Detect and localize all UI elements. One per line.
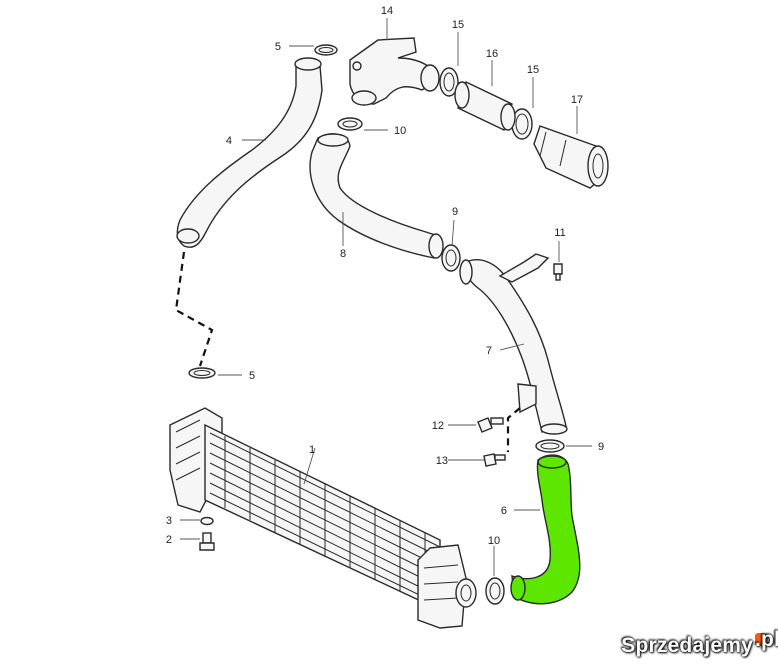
hose-part-4 bbox=[176, 57, 323, 248]
callout-17: 17 bbox=[571, 94, 583, 106]
clamp-part-15-left bbox=[439, 67, 459, 97]
washer-part-3 bbox=[200, 516, 214, 526]
callout-4: 4 bbox=[226, 135, 232, 147]
callout-11: 11 bbox=[554, 227, 565, 239]
elbow-pipe-part-14 bbox=[349, 37, 440, 106]
clamp-part-10-lower bbox=[485, 577, 505, 605]
housing-part-17 bbox=[533, 125, 609, 189]
watermark-badge: .pl bbox=[755, 627, 778, 651]
watermark: Sprzedajemy .pl bbox=[621, 627, 778, 659]
clamp-part-9-upper bbox=[441, 244, 461, 272]
watermark-text: Sprzedajemy bbox=[621, 634, 753, 657]
clamp-part-5-bottom bbox=[188, 367, 216, 379]
callout-7: 7 bbox=[486, 345, 492, 357]
callout-10-top: 10 bbox=[394, 125, 406, 137]
bolt-part-11 bbox=[553, 263, 563, 281]
clamp-part-10-top bbox=[337, 117, 363, 131]
callout-10-lower: 10 bbox=[488, 535, 500, 547]
clamp-part-5-top bbox=[314, 44, 338, 56]
sleeve-part-16 bbox=[454, 81, 516, 131]
callout-3: 3 bbox=[166, 515, 172, 527]
dashed-connection-left bbox=[174, 251, 214, 367]
hose-part-8 bbox=[309, 133, 444, 259]
callout-12: 12 bbox=[432, 420, 444, 432]
callout-16: 16 bbox=[486, 48, 498, 60]
dashed-connection-right bbox=[506, 407, 521, 452]
callout-15-right: 15 bbox=[527, 64, 539, 76]
bolt-part-12 bbox=[477, 417, 504, 433]
callout-14: 14 bbox=[381, 5, 393, 17]
callout-5-bottom: 5 bbox=[249, 370, 255, 382]
callout-8: 8 bbox=[340, 248, 346, 260]
callout-labels: 1 2 3 4 5 5 6 7 8 9 9 10 10 11 12 13 14 … bbox=[166, 5, 604, 547]
bolt-part-13 bbox=[483, 453, 506, 467]
bolt-part-2 bbox=[199, 532, 215, 551]
callout-9-lower: 9 bbox=[598, 441, 604, 453]
callout-5-top: 5 bbox=[275, 41, 281, 53]
callout-9-upper: 9 bbox=[452, 206, 458, 218]
hose-part-6-highlighted bbox=[510, 454, 581, 605]
leader-lines bbox=[180, 18, 592, 576]
callout-2: 2 bbox=[166, 534, 172, 546]
clamp-part-9-lower bbox=[535, 439, 565, 453]
pipe-part-7 bbox=[459, 253, 568, 435]
intercooler-part-1 bbox=[169, 407, 477, 629]
callout-13: 13 bbox=[436, 455, 448, 467]
callout-15-left: 15 bbox=[452, 19, 464, 31]
callout-1: 1 bbox=[309, 444, 315, 456]
callout-6: 6 bbox=[501, 505, 507, 517]
